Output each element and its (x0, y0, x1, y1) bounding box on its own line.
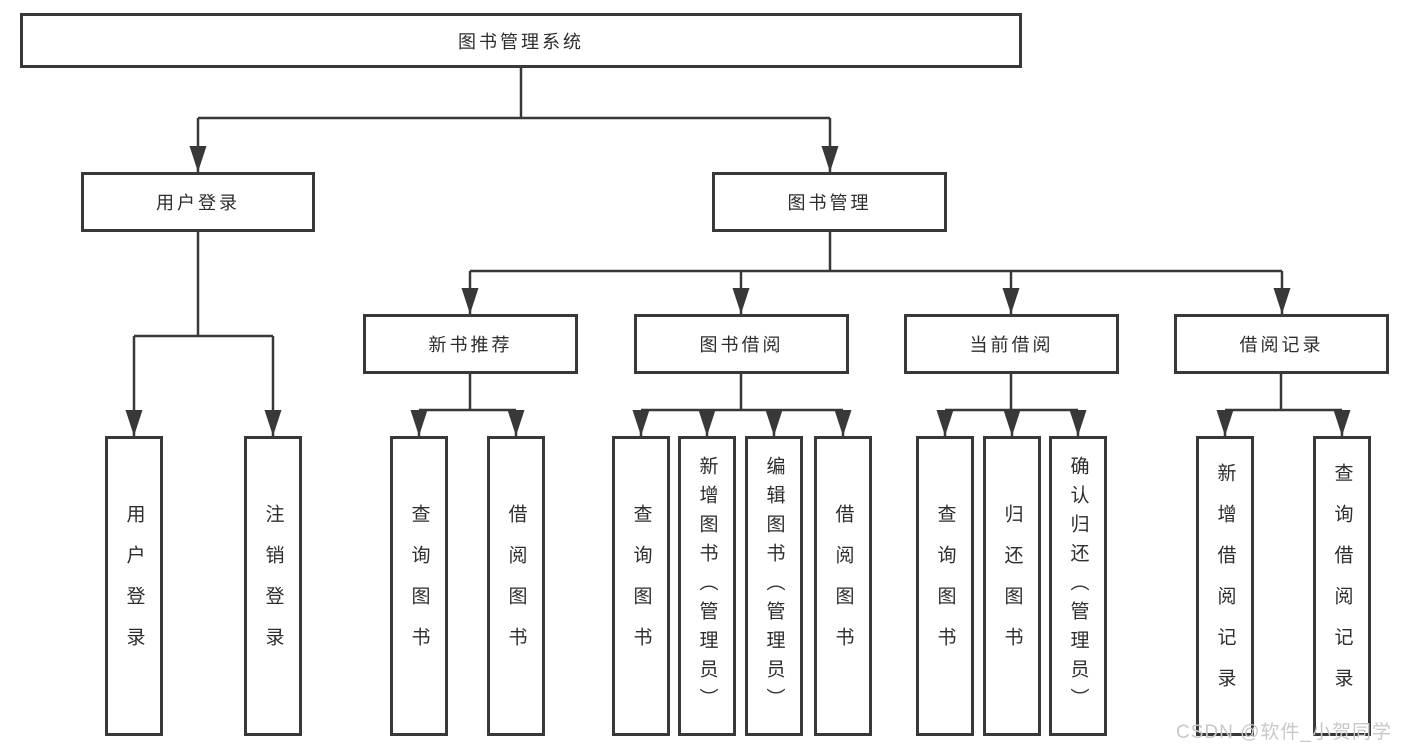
node-label: 图书管理系统 (458, 31, 584, 52)
csdn-watermark: CSDN @软件_小贺同学 (1176, 722, 1392, 743)
connector-new-book-branch (410, 374, 525, 436)
node-label: 图书借阅 (699, 335, 784, 355)
connector-user-login-branch (125, 232, 282, 436)
node-root-system: 图书管理系统 (20, 13, 1022, 68)
leaf-borrow-books-1: 借阅图书 (487, 436, 545, 736)
node-label: 图书管理 (787, 193, 872, 213)
node-label: 注销登录 (262, 504, 284, 668)
node-book-borrow: 图书借阅 (634, 314, 849, 374)
leaf-edit-books-admin: 编辑图书（管理员） (745, 436, 803, 736)
node-label: 查询借阅记录 (1331, 463, 1353, 709)
node-label: 用户登录 (123, 504, 145, 668)
leaf-logout: 注销登录 (244, 436, 302, 736)
node-label: 查询图书 (934, 504, 956, 668)
leaf-borrow-books-2: 借阅图书 (814, 436, 872, 736)
node-label: 新书推荐 (428, 335, 513, 355)
node-book-management: 图书管理 (712, 172, 947, 232)
leaf-query-books-2: 查询图书 (612, 436, 670, 736)
leaf-query-borrow-record: 查询借阅记录 (1313, 436, 1371, 736)
leaf-query-books-1: 查询图书 (390, 436, 448, 736)
node-label: 用户登录 (156, 193, 240, 213)
node-label: 编辑图书（管理员） (763, 455, 785, 717)
leaf-add-borrow-record: 新增借阅记录 (1196, 436, 1254, 736)
leaf-user-login: 用户登录 (105, 436, 163, 736)
connector-borrow-records-branch (1216, 374, 1351, 436)
node-label: 查询图书 (408, 504, 430, 668)
leaf-return-books: 归还图书 (983, 436, 1041, 736)
node-label: 新增借阅记录 (1214, 463, 1236, 709)
connector-book-mgmt-to-level3 (461, 232, 1291, 314)
leaf-confirm-return-admin: 确认归还（管理员） (1049, 436, 1107, 736)
node-label: 确认归还（管理员） (1067, 455, 1089, 717)
connector-book-borrow-branch (632, 374, 852, 436)
node-label: 新增图书（管理员） (696, 455, 718, 717)
leaf-query-books-3: 查询图书 (916, 436, 974, 736)
node-label: 当前借阅 (969, 335, 1054, 355)
node-new-book-recommend: 新书推荐 (363, 314, 578, 374)
node-user-login: 用户登录 (81, 172, 315, 232)
connector-root-to-level2 (189, 68, 839, 172)
node-borrow-records: 借阅记录 (1174, 314, 1389, 374)
node-label: 借阅图书 (505, 504, 527, 668)
node-label: 查询图书 (630, 504, 652, 668)
node-label: 借阅图书 (832, 504, 854, 668)
node-current-borrow: 当前借阅 (904, 314, 1119, 374)
node-label: 归还图书 (1001, 504, 1023, 668)
leaf-add-books-admin: 新增图书（管理员） (678, 436, 736, 736)
connector-current-borrow-branch (936, 374, 1087, 436)
node-label: 借阅记录 (1239, 335, 1324, 355)
